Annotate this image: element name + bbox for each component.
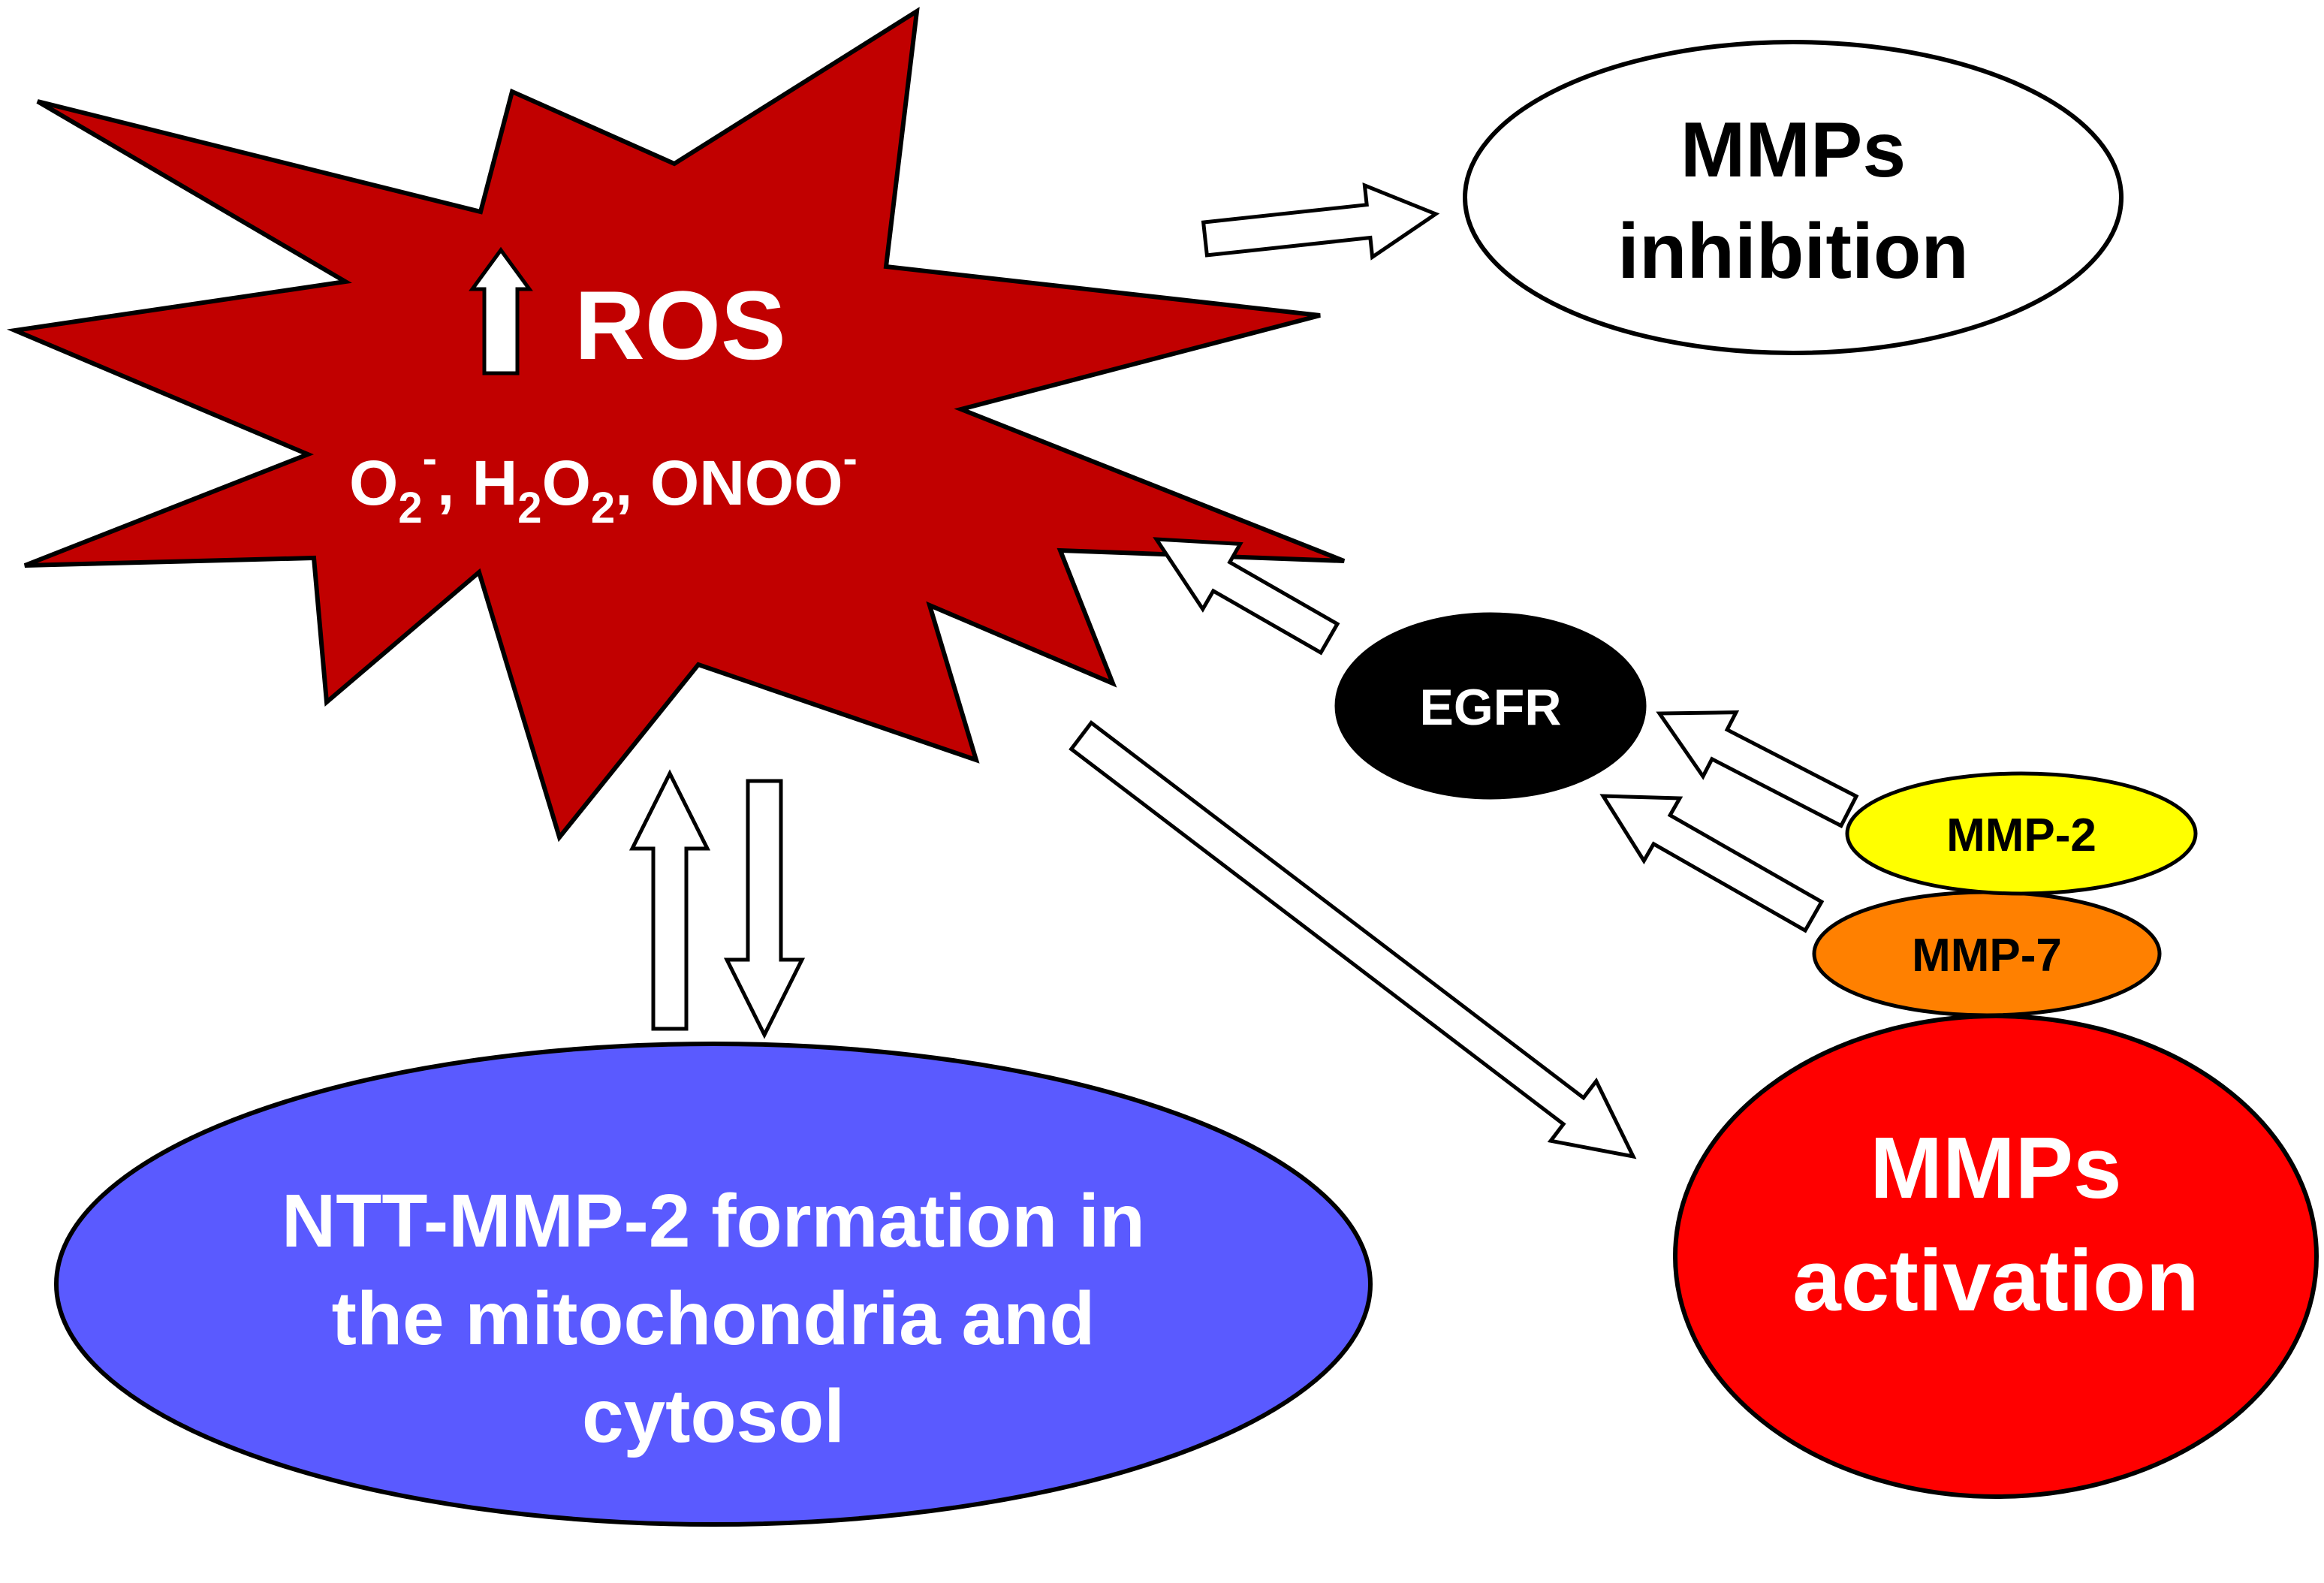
arrow-ntt-to-ros	[628, 769, 711, 1031]
mmps-activation-line2: activation	[1792, 1232, 2199, 1329]
arrow-ros-to-inhibition	[1201, 182, 1440, 261]
mmps-inhibition-node	[1463, 40, 2124, 355]
ros-species-h2o2-base2: O	[542, 448, 591, 518]
ros-species-h2o2-base: H	[472, 448, 518, 518]
mmp7-label: MMP-7	[1912, 930, 2062, 981]
mmps-inhibition-line1: MMPs	[1680, 107, 1906, 194]
ros-species-o2-sub: 2	[398, 484, 422, 532]
arrow-ros-to-ntt	[723, 779, 806, 1039]
egfr-node	[1334, 612, 1647, 800]
ros-species-onoo-base: ONOO	[650, 448, 843, 518]
arrow-mmp2-to-egfr	[1656, 710, 1859, 828]
ros-species-onoo-sup: -	[843, 434, 858, 483]
ntt-line3: cytosol	[582, 1374, 845, 1458]
ros-species-h2o2-sub: 2	[517, 484, 541, 532]
ros-species-h2o2-sub2: 2	[591, 484, 615, 532]
arrow-mmp7-to-egfr	[1599, 794, 1825, 933]
ros-species-o2-sup: -	[423, 434, 437, 483]
arrow-ros-to-activation	[1069, 719, 1637, 1159]
ros-species-sep-2: ,	[615, 448, 650, 518]
ros-species-sep-1: ,	[437, 448, 472, 518]
arrows-layer	[628, 182, 1859, 1159]
arrow-egfr-to-ros	[1153, 537, 1340, 656]
ntt-mmp2-node	[54, 1042, 1373, 1527]
ros-title: ROS	[574, 270, 786, 380]
ntt-line1: NTT-MMP-2 formation in	[282, 1179, 1145, 1263]
ntt-line2: the mitochondria and	[332, 1277, 1096, 1361]
mmp2-label: MMP-2	[1946, 810, 2096, 861]
ros-burst-shape	[6, 7, 1346, 843]
ros-increase-arrow-icon	[469, 246, 533, 375]
mmps-activation-line1: MMPs	[1870, 1119, 2121, 1217]
ros-species-text: O2-, H2O2, ONOO-	[349, 434, 858, 532]
egfr-label: EGFR	[1420, 679, 1562, 736]
mmps-inhibition-line2: inhibition	[1617, 208, 1969, 295]
mmp2-node	[1845, 771, 2198, 896]
ros-species-o2-base: O	[349, 448, 398, 518]
